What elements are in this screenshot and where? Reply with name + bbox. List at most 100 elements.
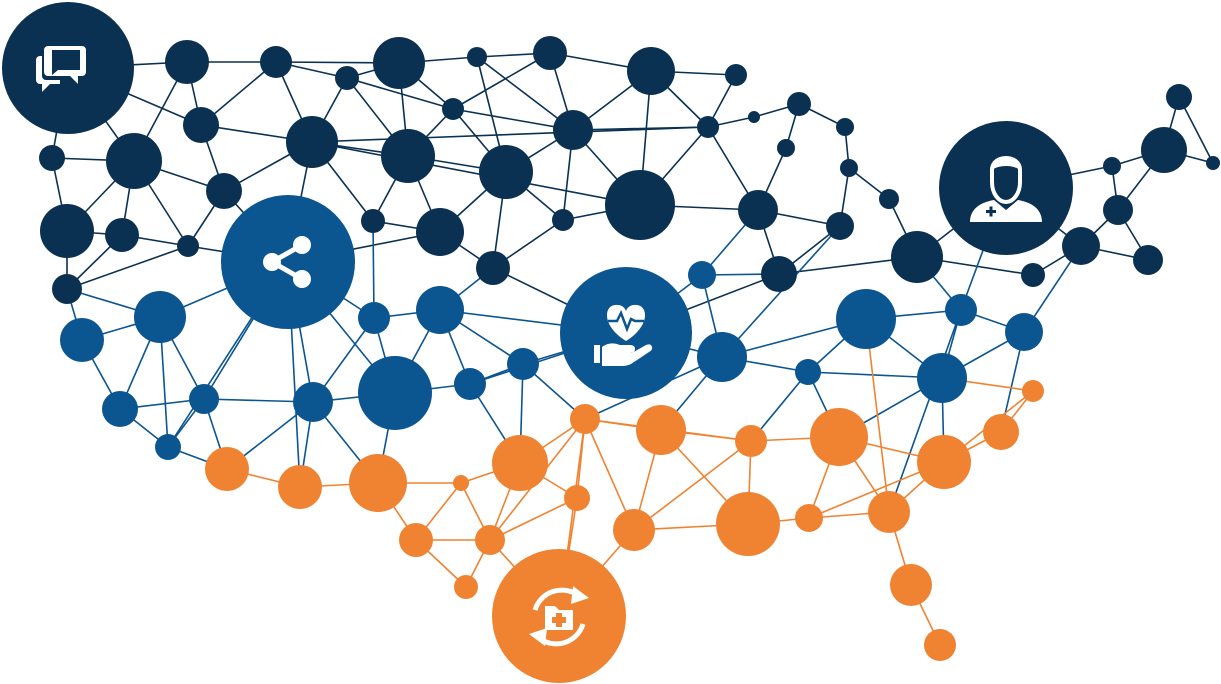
heart-in-hand-icon (594, 304, 653, 366)
network-node (1021, 263, 1045, 287)
network-edge (66, 245, 189, 290)
network-edge (452, 52, 551, 110)
network-node (335, 66, 359, 90)
network-node (564, 485, 590, 511)
network-node (570, 404, 600, 434)
network-node (891, 231, 943, 283)
network-node (1103, 157, 1121, 175)
network-node (361, 209, 385, 233)
network-node (286, 116, 338, 168)
network-node (293, 382, 333, 422)
network-node (416, 286, 464, 334)
network-edge (311, 126, 709, 143)
network-node (836, 118, 854, 136)
network-node (183, 107, 219, 143)
network-edge (346, 77, 454, 110)
network-edge (888, 309, 962, 513)
network-node (810, 408, 868, 466)
hub-records (492, 549, 626, 683)
network-node (507, 348, 539, 380)
medical-record-sync-icon (529, 586, 589, 647)
network-node (890, 564, 932, 606)
network-node (738, 190, 778, 230)
hub-doctor (939, 121, 1073, 255)
network-node (177, 235, 199, 257)
network-node (155, 434, 181, 460)
network-node (106, 133, 162, 189)
network-node (777, 139, 795, 157)
network-node (613, 509, 655, 551)
network-node (399, 523, 433, 557)
network-node (205, 447, 249, 491)
network-node (102, 391, 138, 427)
network-hubs (2, 2, 1073, 683)
network-node (442, 98, 464, 120)
network-node (636, 405, 686, 455)
network-node (836, 289, 896, 349)
network-node (381, 129, 435, 183)
network-node (40, 204, 94, 258)
network-node (735, 425, 767, 457)
network-node (627, 47, 675, 95)
network-node (1022, 380, 1044, 402)
network-node (278, 465, 322, 509)
network-node (454, 368, 486, 400)
network-node (358, 356, 432, 430)
network-node (533, 36, 567, 70)
network-node (917, 353, 967, 403)
network-node (761, 256, 797, 292)
network-node (795, 504, 823, 532)
network-node (725, 64, 747, 86)
hub-health (560, 267, 692, 399)
network-node (1141, 127, 1187, 173)
network-edge (865, 318, 890, 513)
network-node (697, 116, 719, 138)
network-node (945, 294, 977, 326)
network-node (260, 46, 292, 78)
network-node (716, 492, 780, 556)
network-node (373, 37, 425, 89)
network-node (688, 261, 716, 289)
network-node (134, 291, 186, 343)
network-node (1166, 84, 1192, 110)
network-edge (452, 108, 574, 131)
network-edge (311, 141, 641, 206)
network-node (105, 218, 139, 252)
network-node (605, 170, 675, 240)
network-edge (633, 440, 752, 531)
network-node (358, 302, 390, 334)
network-node (467, 47, 487, 67)
network-node (924, 629, 956, 661)
network-edge (489, 497, 578, 541)
network-node (476, 251, 510, 285)
network-node (553, 110, 593, 150)
network-node (189, 384, 219, 414)
network-node (879, 189, 899, 209)
network-node (206, 173, 242, 209)
network-node (479, 145, 533, 199)
network-node (52, 274, 82, 304)
network-node (39, 145, 65, 171)
network-node (454, 575, 478, 599)
network-node (868, 491, 910, 533)
network-node (1062, 227, 1100, 265)
network-node (1133, 245, 1163, 275)
network-node (492, 435, 548, 491)
doctor-icon (970, 156, 1042, 222)
network-node (1206, 156, 1220, 170)
share-icon (263, 236, 311, 288)
network-node (453, 475, 469, 491)
network-node (552, 209, 574, 231)
network-node (165, 40, 209, 84)
network-node (983, 414, 1019, 450)
network-node (1103, 195, 1133, 225)
network-edge (372, 220, 375, 319)
network-node (349, 454, 407, 512)
hub-circle (221, 195, 355, 329)
network-node (787, 92, 811, 116)
network-node (1005, 313, 1043, 351)
network-edge (476, 56, 574, 131)
chat-bubbles-icon (36, 46, 86, 92)
